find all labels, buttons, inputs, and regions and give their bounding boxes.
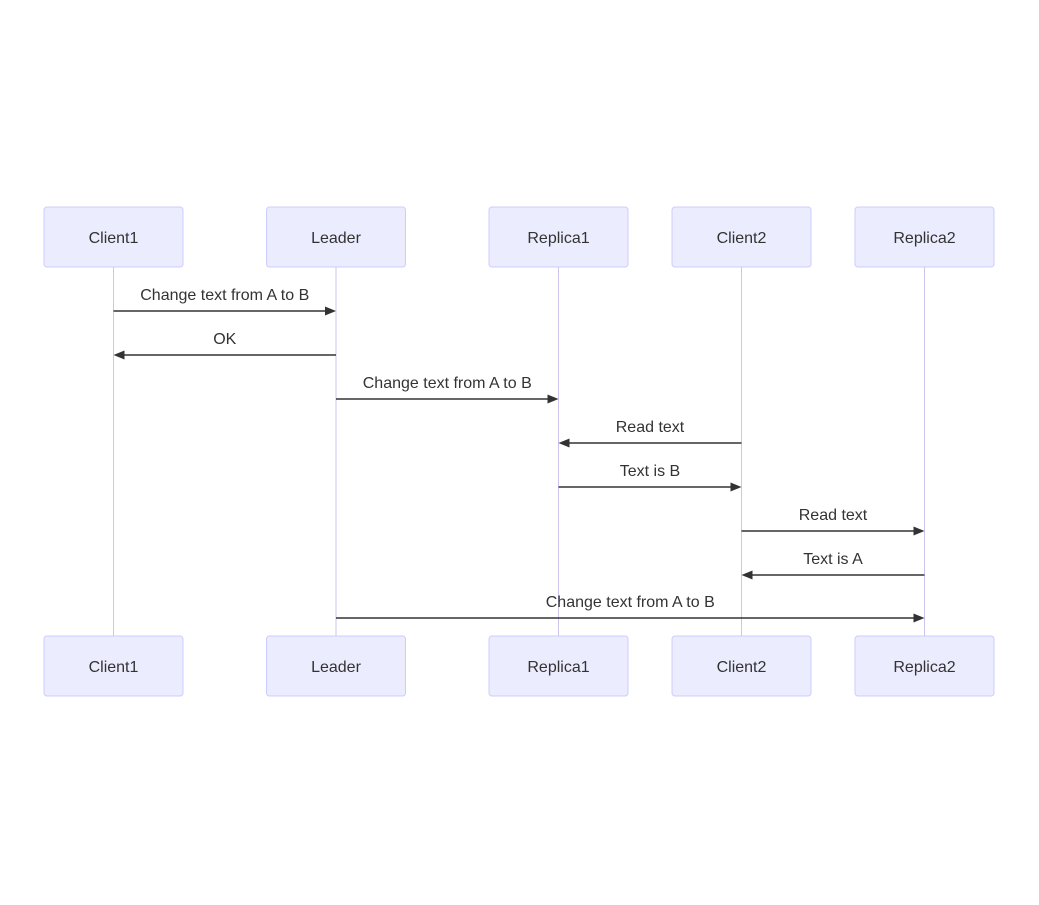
message-label-2: Change text from A to B [363,375,532,392]
actor-label-bottom-replica1: Replica1 [527,659,589,676]
actor-label-bottom-client2: Client2 [717,659,767,676]
message-arrowhead-7 [913,613,925,623]
message-label-5: Read text [799,507,868,524]
message-arrowhead-1 [113,350,125,360]
actor-label-bottom-leader: Leader [311,659,361,676]
actor-label-bottom-replica2: Replica2 [893,659,955,676]
message-arrowhead-6 [741,570,753,580]
actor-label-top-leader: Leader [311,230,361,247]
message-label-0: Change text from A to B [140,287,309,304]
actor-box-bottom-replica2 [854,635,995,697]
actor-label-top-replica1: Replica1 [527,230,589,247]
actor-box-top-leader [266,206,406,268]
actor-box-top-client2 [671,206,812,268]
message-label-3: Read text [616,419,685,436]
message-arrowhead-0 [325,306,336,316]
message-label-7: Change text from A to B [546,594,715,611]
actor-box-top-client1 [43,206,184,268]
message-label-6: Text is A [803,551,863,568]
actor-box-bottom-leader [266,635,406,697]
actor-label-bottom-client1: Client1 [89,659,139,676]
message-arrowhead-3 [558,438,570,448]
message-label-1: OK [213,331,236,348]
message-label-4: Text is B [620,463,680,480]
actor-box-bottom-client2 [671,635,812,697]
actor-label-top-client1: Client1 [89,230,139,247]
actor-box-top-replica2 [854,206,995,268]
actor-box-bottom-client1 [43,635,184,697]
actor-label-top-replica2: Replica2 [893,230,955,247]
message-arrowhead-4 [730,482,742,492]
message-arrowhead-2 [547,394,559,404]
actor-box-top-replica1 [488,206,629,268]
message-arrowhead-5 [913,526,925,536]
actor-box-bottom-replica1 [488,635,629,697]
actor-label-top-client2: Client2 [717,230,767,247]
